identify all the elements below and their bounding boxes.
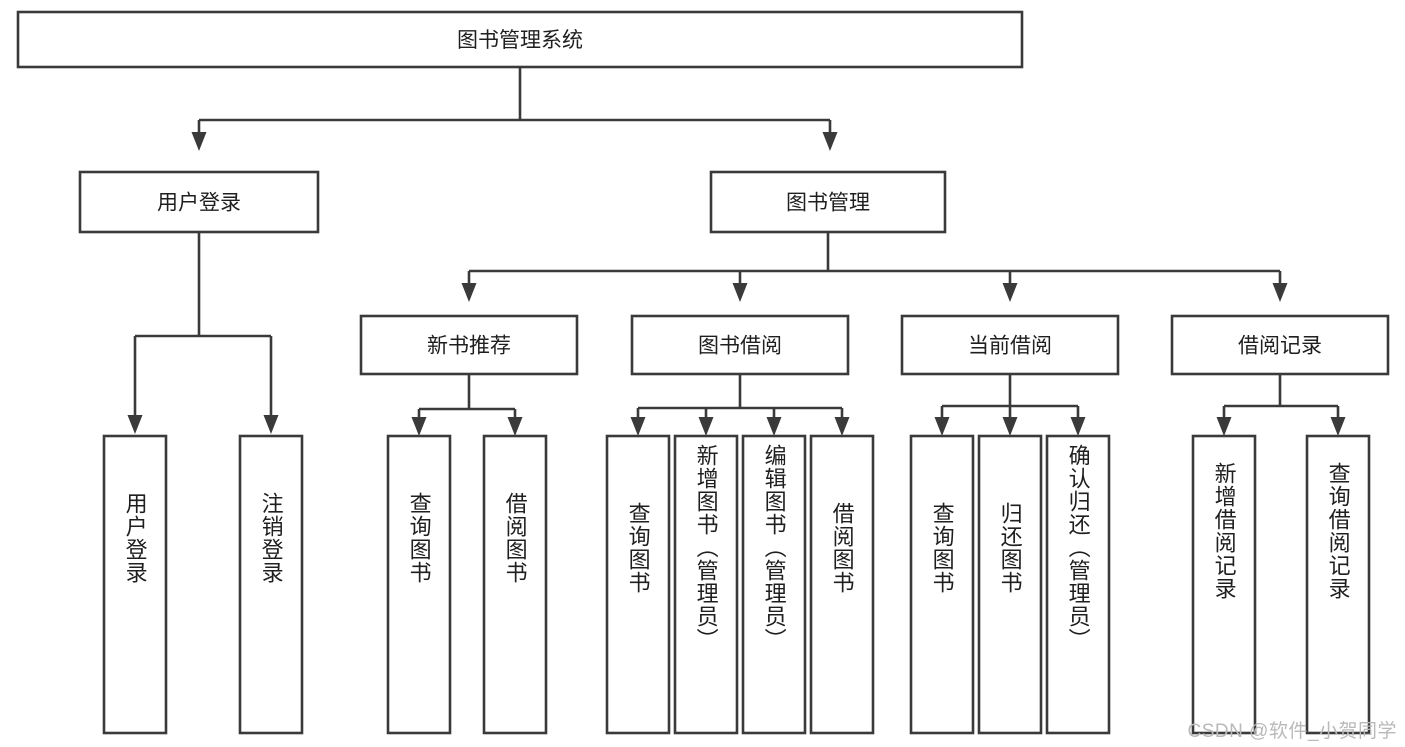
- arrow-down-icon: [191, 132, 207, 151]
- leaf-box-add-book-admin[interactable]: [673, 434, 739, 735]
- node-new-book-recommend[interactable]: 新书推荐: [359, 314, 579, 376]
- arrow-down-icon: [411, 417, 427, 436]
- leaf-box-edit-book-admin[interactable]: [741, 434, 807, 735]
- connector-root-to-level1: [191, 67, 838, 151]
- arrow-down-icon: [263, 415, 279, 434]
- connector-book-borrow-to-leaves: [630, 374, 850, 436]
- new-book-recommend-label: 新书推荐: [427, 335, 511, 358]
- leaf-box-user-login[interactable]: [102, 434, 168, 735]
- arrow-down-icon: [1216, 417, 1232, 436]
- connector-borrow-record-to-leaves: [1216, 374, 1346, 436]
- arrow-down-icon: [127, 415, 143, 434]
- current-borrow-box: [900, 314, 1120, 376]
- root-box: [16, 10, 1024, 69]
- node-book-management[interactable]: 图书管理: [709, 170, 947, 234]
- arrow-down-icon: [834, 417, 850, 436]
- leaf-box-query-borrow-record[interactable]: [1305, 434, 1371, 735]
- leaf-box-borrow-book[interactable]: [809, 434, 875, 735]
- arrow-down-icon: [934, 417, 950, 436]
- node-current-borrow[interactable]: 当前借阅: [900, 314, 1120, 376]
- current-borrow-label: 当前借阅: [968, 335, 1052, 358]
- arrow-down-icon: [1330, 417, 1346, 436]
- connector-user-login-to-leaves: [127, 232, 279, 434]
- arrow-down-icon: [630, 417, 646, 436]
- leaf-box-query-book-current[interactable]: [909, 434, 975, 735]
- book-borrow-label: 图书借阅: [698, 335, 782, 358]
- leaf-box-borrow-book-rec[interactable]: [482, 434, 548, 735]
- arrow-down-icon: [461, 283, 477, 302]
- connector-book-management-to-level2: [461, 232, 1288, 302]
- arrow-down-icon: [698, 417, 714, 436]
- node-user-login[interactable]: 用户登录: [78, 170, 320, 234]
- arrow-down-icon: [1002, 417, 1018, 436]
- root-label: 图书管理系统: [457, 29, 583, 52]
- borrow-record-label: 借阅记录: [1238, 335, 1322, 358]
- arrow-down-icon: [1002, 283, 1018, 302]
- node-borrow-record[interactable]: 借阅记录: [1170, 314, 1390, 376]
- leaf-box-query-book-borrow[interactable]: [605, 434, 671, 735]
- connector-new-book-recommend-to-leaves: [411, 374, 523, 436]
- user-login-box: [78, 170, 320, 234]
- user-login-label: 用户登录: [157, 192, 241, 215]
- arrow-down-icon: [507, 417, 523, 436]
- connector-current-borrow-to-leaves: [934, 374, 1086, 436]
- leaf-box-confirm-return-admin[interactable]: [1045, 434, 1111, 735]
- arrow-down-icon: [1070, 417, 1086, 436]
- leaf-box-logout[interactable]: [238, 434, 304, 735]
- book-management-label: 图书管理: [786, 192, 870, 215]
- new-book-recommend-box: [359, 314, 579, 376]
- leaf-box-return-book[interactable]: [977, 434, 1043, 735]
- leaf-box-query-book-rec[interactable]: [386, 434, 452, 735]
- arrow-down-icon: [1272, 283, 1288, 302]
- arrow-down-icon: [766, 417, 782, 436]
- leaf-box-add-borrow-record[interactable]: [1191, 434, 1257, 735]
- arrow-down-icon: [732, 283, 748, 302]
- node-root[interactable]: 图书管理系统: [16, 10, 1024, 69]
- node-book-borrow[interactable]: 图书借阅: [630, 314, 850, 376]
- arrow-down-icon: [822, 132, 838, 151]
